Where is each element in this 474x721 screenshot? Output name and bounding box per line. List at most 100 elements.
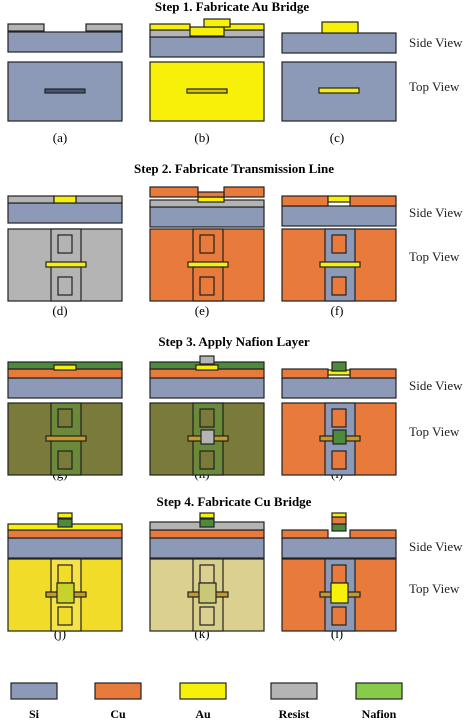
panel-label-a: (a)	[53, 130, 67, 145]
top-d-au-bridge	[45, 261, 87, 268]
legend: Si Cu Au Resist Nafion	[10, 682, 403, 721]
si-substrate-k	[149, 537, 265, 559]
au-bridge-side-c	[321, 21, 359, 34]
cu-right-e	[223, 186, 265, 198]
top-h-pad	[200, 429, 215, 445]
si-substrate-d	[7, 202, 123, 224]
au-cap-side-k	[199, 512, 215, 519]
resist-left-d	[7, 195, 55, 204]
cu-left-i	[281, 368, 329, 379]
nafion-pad-side-l	[331, 523, 347, 532]
top-d-gap-top	[57, 234, 73, 254]
legend-swatch-si	[10, 682, 58, 700]
panel-label-d: (d)	[52, 303, 67, 318]
au-bump-b	[203, 18, 231, 28]
top-g-gap-bottom	[57, 450, 73, 470]
side-view-label-1: Side View	[409, 35, 463, 50]
top-d-gap-bottom	[57, 276, 73, 296]
step-2-title: Step 2. Fabricate Transmission Line	[134, 161, 334, 176]
au-layer-left-b	[149, 23, 191, 31]
resist-layer-left-a	[7, 23, 45, 32]
top-l-gap-bottom	[331, 606, 347, 626]
top-f-au-bridge	[319, 261, 361, 268]
panel-label-b: (b)	[194, 130, 209, 145]
resist-right-d	[75, 195, 123, 204]
panel-label-c: (c)	[330, 130, 344, 145]
si-substrate-g	[7, 377, 123, 399]
cu-right-i	[349, 368, 397, 379]
si-substrate-l	[281, 537, 397, 559]
cu-j	[7, 529, 123, 539]
legend-label-nafion: Nafion	[362, 707, 397, 721]
top-f-gap-bottom	[331, 276, 347, 296]
top-h-gap-top	[199, 408, 215, 428]
si-substrate-h	[149, 377, 265, 399]
au-bridge-side-d	[53, 195, 77, 204]
nafion-pad-side-j	[57, 518, 73, 528]
top-g-au-bridge	[45, 435, 87, 442]
top-view-label-2: Top View	[409, 249, 460, 264]
cu-bridge-side-l	[331, 516, 347, 525]
si-substrate-j	[7, 537, 123, 559]
trench-a	[44, 88, 86, 94]
top-f-gap-top	[331, 234, 347, 254]
au-bridge-top-b	[186, 88, 228, 94]
legend-label-resist: Resist	[279, 707, 310, 721]
top-e-au-bridge	[187, 261, 229, 268]
side-view-label-4: Side View	[409, 539, 463, 554]
top-e-gap-top	[199, 234, 215, 254]
step-1-title: Step 1. Fabricate Au Bridge	[155, 0, 309, 14]
top-k-gap-top	[199, 564, 215, 584]
top-k-cu-bridge	[198, 582, 217, 604]
au-bridge-side-g	[53, 364, 77, 371]
top-view-label-3: Top View	[409, 424, 460, 439]
top-j-cu-bridge	[56, 582, 75, 604]
cu-left-l	[281, 529, 329, 539]
si-substrate-b	[149, 36, 265, 58]
top-l-cu-bridge	[330, 582, 349, 604]
cu-right-l	[349, 529, 397, 539]
au-bridge-side-h	[195, 364, 219, 371]
top-k-gap-bottom	[199, 606, 215, 626]
top-h-gap-bottom	[199, 450, 215, 470]
step-3-title: Step 3. Apply Nafion Layer	[158, 334, 310, 349]
legend-label-au: Au	[195, 707, 211, 721]
panel-label-f: (f)	[331, 303, 344, 318]
legend-swatch-resist	[270, 682, 318, 700]
nafion-pad-side-i	[331, 361, 347, 372]
nafion-pad-side-k	[199, 518, 215, 528]
si-substrate-f	[281, 205, 397, 227]
au-bridge-side-e	[197, 196, 225, 203]
top-view-label-1: Top View	[409, 79, 460, 94]
si-substrate-c	[281, 32, 397, 54]
top-j-gap-top	[57, 564, 73, 584]
au-layer-center-b	[189, 26, 225, 37]
cu-k	[149, 529, 265, 539]
cu-left-e	[149, 186, 199, 198]
legend-swatch-cu	[94, 682, 142, 700]
side-view-label-3: Side View	[409, 378, 463, 393]
au-cap-side-l	[331, 512, 347, 518]
resist-layer-right-a	[85, 23, 123, 32]
legend-label-cu: Cu	[110, 707, 126, 721]
si-substrate-a	[7, 31, 123, 53]
top-e-gap-bottom	[199, 276, 215, 296]
si-substrate-e	[149, 206, 265, 228]
legend-label-si: Si	[29, 707, 40, 721]
au-bridge-side-f	[327, 195, 351, 203]
top-i-gap-top	[331, 408, 347, 428]
au-bridge-top-c	[318, 87, 360, 94]
top-view-label-4: Top View	[409, 581, 460, 596]
side-view-label-2: Side View	[409, 205, 463, 220]
step-4-title: Step 4. Fabricate Cu Bridge	[157, 494, 312, 509]
top-i-pad	[332, 429, 347, 445]
au-cap-side-j	[57, 512, 73, 519]
cu-left-f	[281, 195, 329, 207]
top-g-gap-top	[57, 408, 73, 428]
top-j-gap-bottom	[57, 606, 73, 626]
legend-swatch-nafion	[355, 682, 403, 700]
si-substrate-i	[281, 377, 397, 399]
cu-center-e	[197, 191, 225, 198]
top-l-gap-top	[331, 564, 347, 584]
